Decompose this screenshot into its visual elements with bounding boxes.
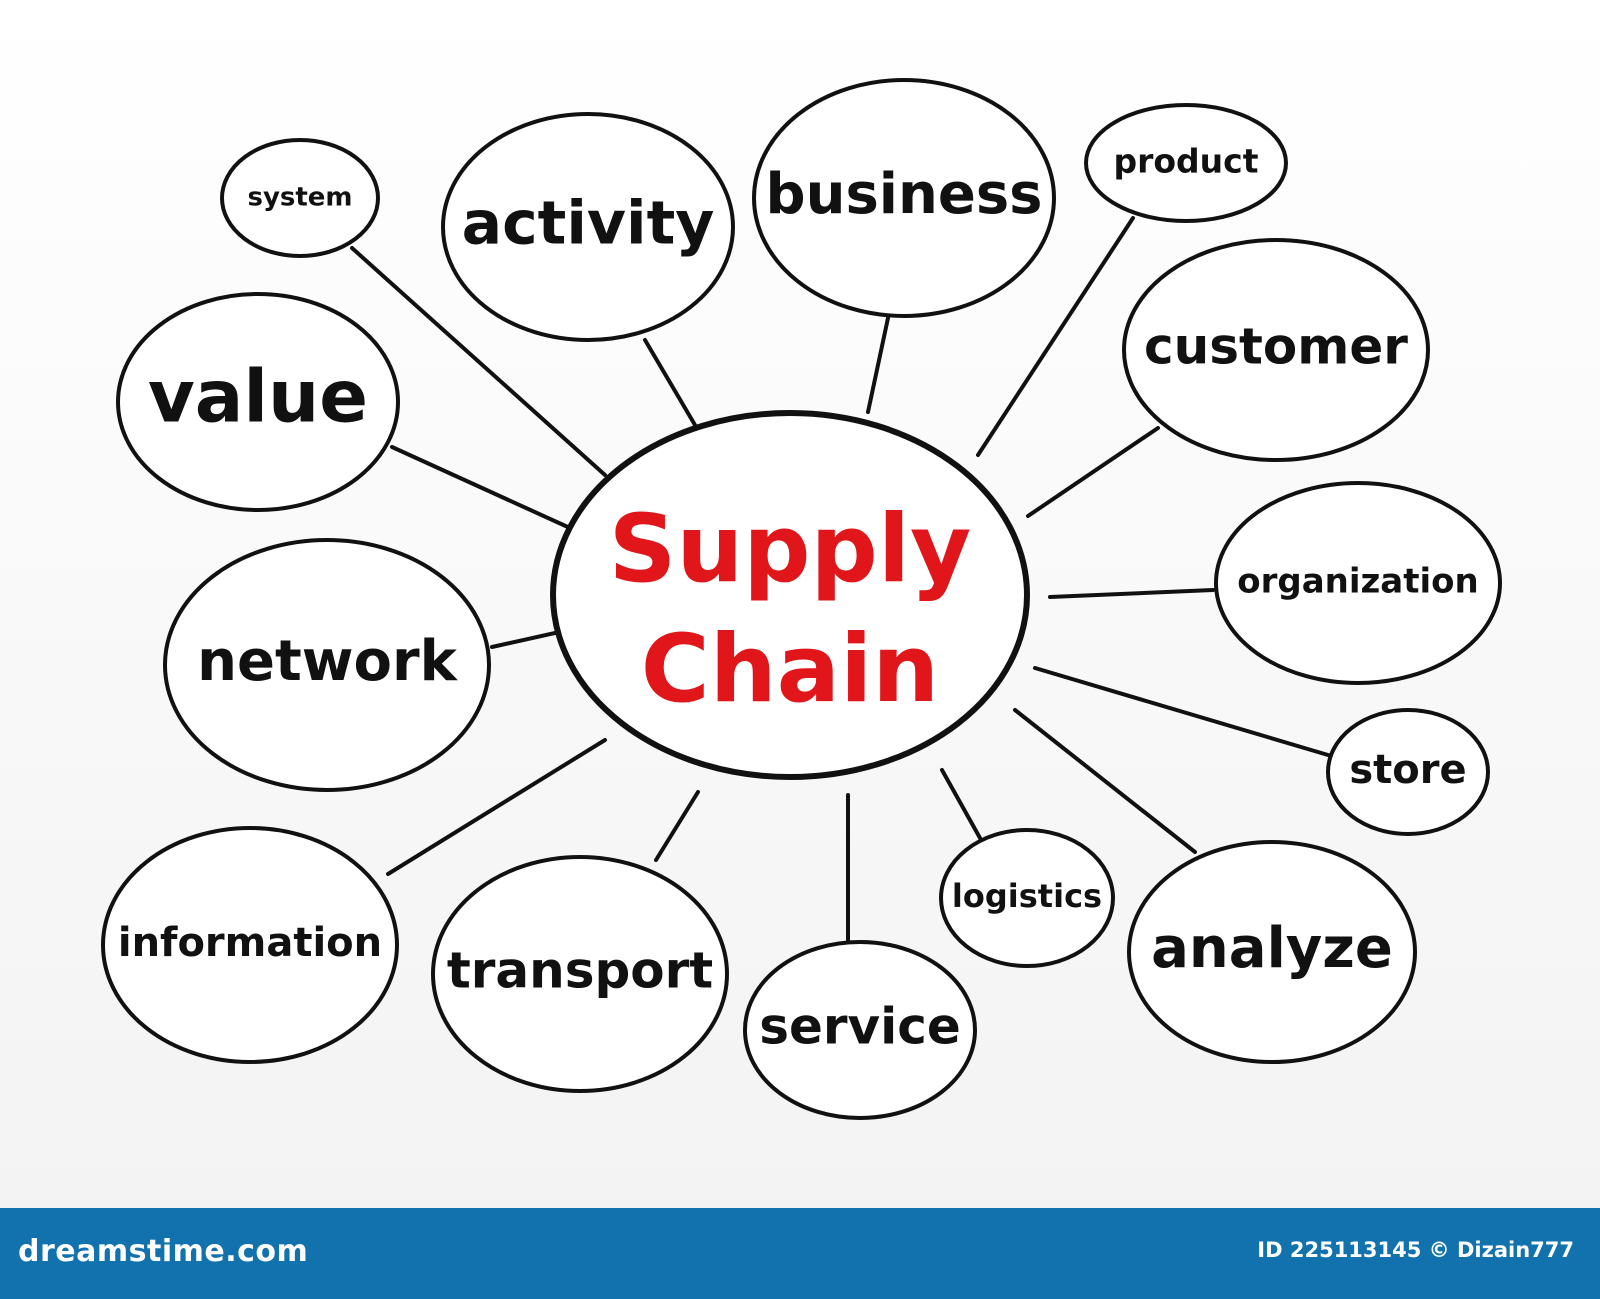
mind-map: system activity business product customer val… — [101, 78, 1502, 1120]
topic-bubbles: system activity business product customer val… — [101, 78, 1502, 1120]
connector-analyze — [1013, 708, 1197, 854]
topic-bubble-business — [752, 78, 1056, 318]
topic-label-product: product — [1113, 142, 1258, 181]
topic-bubble-value — [116, 292, 400, 512]
topic-bubble-customer — [1122, 238, 1430, 462]
topic-node-product: product — [1084, 103, 1288, 223]
topic-node-logistics: logistics — [939, 828, 1115, 968]
topic-bubble-network — [163, 538, 491, 792]
topic-node-store: store — [1326, 708, 1490, 836]
central-bubble — [550, 410, 1030, 780]
topic-label-store: store — [1349, 747, 1466, 793]
topic-label-activity: activity — [462, 189, 715, 259]
topic-label-network: network — [197, 629, 458, 694]
connector-system — [350, 246, 607, 477]
topic-bubble-system — [220, 138, 380, 258]
connector-transport — [654, 790, 700, 862]
topic-node-service: service — [743, 940, 977, 1120]
topic-label-business: business — [766, 162, 1043, 227]
connector-network — [490, 631, 557, 649]
central-topic-line1: Supply — [609, 495, 972, 604]
topic-label-organization: organization — [1237, 562, 1478, 602]
topic-label-value: value — [148, 355, 368, 439]
footer-bar: dreamstime.com ID 225113145 © Dizain777 — [0, 1208, 1600, 1299]
topic-bubble-activity — [441, 112, 735, 342]
connector-lines — [350, 216, 1330, 942]
topic-node-organization: organization — [1214, 481, 1502, 685]
connector-organization — [1048, 588, 1215, 599]
diagram-canvas: system activity business product customer val… — [0, 0, 1600, 1208]
connector-product — [976, 216, 1135, 457]
connector-value — [390, 445, 572, 530]
connector-activity — [643, 338, 697, 427]
topic-label-analyze: analyze — [1151, 916, 1393, 981]
topic-node-information: information — [101, 826, 399, 1064]
connector-logistics — [940, 768, 982, 840]
topic-label-customer: customer — [1144, 318, 1408, 376]
topic-bubble-analyze — [1127, 840, 1417, 1064]
central-topic: Supply Chain — [550, 410, 1030, 780]
topic-bubble-product — [1084, 103, 1288, 223]
topic-bubble-service — [743, 940, 977, 1120]
topic-node-network: network — [163, 538, 491, 792]
topic-bubble-logistics — [939, 828, 1115, 968]
topic-bubble-store — [1326, 708, 1490, 836]
topic-node-customer: customer — [1122, 238, 1430, 462]
connector-store — [1033, 666, 1330, 757]
topic-node-system: system — [220, 138, 380, 258]
topic-bubble-information — [101, 826, 399, 1064]
topic-node-value: value — [116, 292, 400, 512]
topic-bubble-organization — [1214, 481, 1502, 685]
topic-label-information: information — [118, 920, 382, 966]
central-topic-line2: Chain — [641, 615, 939, 724]
topic-label-service: service — [759, 998, 961, 1056]
topic-label-transport: transport — [447, 942, 713, 1000]
topic-node-analyze: analyze — [1127, 840, 1417, 1064]
topic-label-system: system — [247, 183, 352, 213]
topic-node-activity: activity — [441, 112, 735, 342]
topic-node-business: business — [752, 78, 1056, 318]
topic-node-transport: transport — [431, 855, 729, 1093]
connector-business — [866, 316, 890, 414]
connector-customer — [1026, 426, 1160, 518]
topic-bubble-transport — [431, 855, 729, 1093]
connector-information — [386, 738, 607, 876]
image-credit: ID 225113145 © Dizain777 — [1257, 1238, 1574, 1262]
topic-label-logistics: logistics — [952, 877, 1102, 915]
site-name[interactable]: dreamstime.com — [18, 1234, 309, 1269]
